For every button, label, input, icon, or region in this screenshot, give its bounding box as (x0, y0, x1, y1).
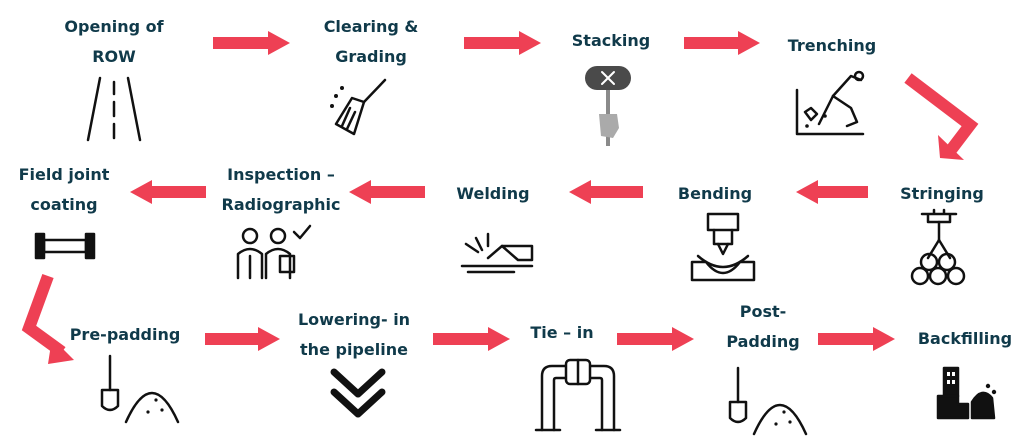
arrow-clearing-to-stacking (464, 31, 541, 55)
arrow-stacking-to-trenching (684, 31, 760, 55)
label-bending: Bending (677, 184, 753, 203)
label-stringing: Stringing (900, 184, 984, 203)
label-inspection-radiographic: Inspection –Radiographic (221, 165, 341, 214)
label-clearing-grading: Clearing &Grading (323, 17, 419, 66)
label-backfilling: Backfilling (917, 329, 1013, 348)
elbow-arrowhead-left (48, 338, 74, 364)
welding-torch-icon (460, 232, 534, 274)
arrow-row-to-clearing (213, 31, 290, 55)
label-welding: Welding (456, 184, 530, 203)
label-tie-in: Tie – in (530, 323, 594, 342)
padding-shovel-icon (728, 366, 808, 436)
inspectors-icon (236, 224, 312, 280)
label-stacking: Stacking (571, 31, 651, 50)
road-icon (86, 76, 142, 142)
arrow-welding-to-inspection (349, 180, 425, 204)
arrow-prepadding-to-lowering (205, 327, 280, 351)
elbow-arrow-trenching-to-stringing (904, 73, 979, 154)
arrow-stringing-to-bending (796, 180, 868, 204)
backfill-icon (936, 366, 997, 420)
elbow-arrow-coating-to-prepadding (21, 273, 66, 357)
label-trenching: Trenching (787, 36, 877, 55)
padding-shovel-icon (100, 354, 180, 424)
arrow-bending-to-welding (569, 180, 643, 204)
elbow-arrowhead-right (938, 135, 964, 160)
bending-press-icon (690, 212, 756, 282)
broom-icon (330, 78, 387, 136)
arrow-inspection-to-coating (130, 180, 206, 204)
arrow-tiein-to-postpadding (617, 327, 694, 351)
stake-sign-icon (585, 66, 631, 146)
arrow-lowering-to-tiein (433, 327, 510, 351)
label-post-padding: Post-Padding (726, 302, 800, 351)
double-chevron-down-icon (330, 368, 386, 418)
crane-pipes-icon (910, 208, 966, 286)
label-pre-padding: Pre-padding (69, 325, 181, 344)
arrow-postpadding-to-backfilling (818, 327, 895, 351)
pipe-joint-icon (34, 232, 96, 260)
pipe-tie-in-icon (534, 358, 622, 432)
excavator-icon (795, 70, 865, 136)
